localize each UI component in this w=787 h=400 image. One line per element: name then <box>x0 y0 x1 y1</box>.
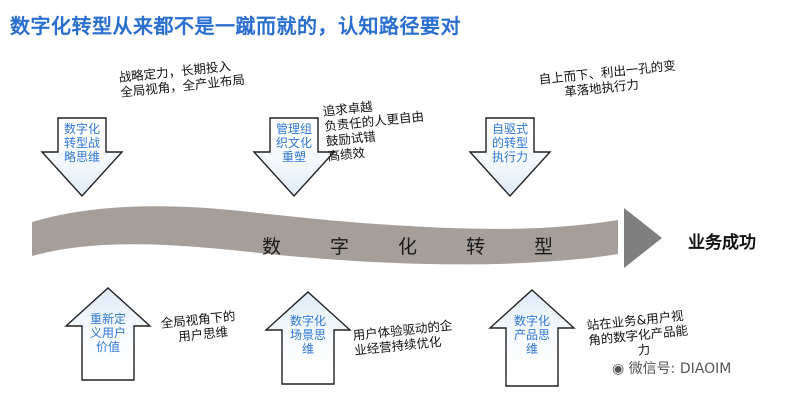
bottom-arrow-3-label: 数字化产品思维 <box>513 314 550 356</box>
top-arrow-1 <box>40 117 124 198</box>
bottom-arrow-1 <box>64 287 152 381</box>
top-arrow-1-label: 数字化转型战略思维 <box>64 122 101 164</box>
top-note-2: 追求卓越 负责任的人更自由 鼓励试错 高绩效 <box>322 94 428 164</box>
band-char-3: 化 <box>398 236 418 258</box>
top-arrow-3-label: 自驱式的转型执行力 <box>492 122 529 164</box>
goal-label: 业务成功 <box>688 233 756 253</box>
bottom-arrow-3 <box>488 289 576 387</box>
band-char-5: 型 <box>534 236 554 258</box>
band-char-2: 字 <box>330 236 350 258</box>
watermark-text: 微信号: DIAOIM <box>628 361 732 377</box>
top-arrow-2 <box>252 117 336 198</box>
watermark: ◉ 微信号: DIAOIM <box>612 358 731 378</box>
page-title: 数字化转型从来都不是一蹴而就的，认知路径要对 <box>10 14 461 38</box>
band-char-1: 数 <box>262 236 282 258</box>
bottom-arrow-1-label: 重新定义用户价值 <box>89 312 126 354</box>
band-arrowhead <box>624 208 662 268</box>
bottom-arrow-2 <box>264 291 352 385</box>
top-arrow-2-label: 管理组织文化重塑 <box>276 122 313 164</box>
top-arrow-3 <box>468 117 552 198</box>
wechat-icon: ◉ <box>612 361 625 377</box>
bottom-arrow-2-label: 数字化场景思维 <box>289 314 326 356</box>
transformation-band <box>32 206 618 265</box>
band-char-4: 转 <box>466 236 486 258</box>
